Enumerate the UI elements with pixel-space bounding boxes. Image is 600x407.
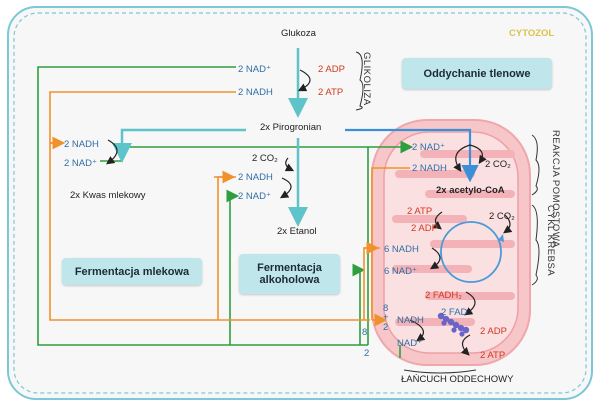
glucose-label: Glukoza (281, 28, 317, 39)
lactic-fermentation-box: Fermentacja mlekowa (62, 258, 202, 285)
etc-plus: + (383, 312, 389, 323)
lactic-acid-label: 2x Kwas mlekowy (70, 190, 146, 201)
alcohol-nadh: 2 NADH (238, 172, 273, 183)
acetyl-coa-label: 2x acetylo-CoA (436, 185, 505, 196)
etc-adp: 2 ADP (480, 326, 507, 337)
glycolysis-side-label: GLIKOLIZA (361, 52, 372, 106)
nad-count-8: 8 (362, 327, 367, 338)
krebs-fadh2: 2 FADH₂ (425, 290, 462, 301)
ethanol-label: 2x Etanol (277, 226, 317, 237)
lactic-fermentation-label: Fermentacja mlekowa (74, 265, 190, 278)
lactic-nad-plus: 2 NAD⁺ (64, 158, 97, 169)
glycolysis-atp: 2 ATP (318, 87, 343, 98)
alcoholic-fermentation-label-line1: Fermentacja (257, 262, 322, 274)
bridge-co2: 2 CO₂ (485, 159, 511, 170)
alcoholic-fermentation-label-line2: alkoholowa (259, 274, 320, 286)
etc-label: ŁAŃCUCH ODDECHOWY (401, 374, 514, 385)
alcohol-nad-plus: 2 NAD⁺ (238, 191, 271, 202)
lactic-nadh: 2 NADH (64, 139, 99, 150)
blue-pyruvate-to-acetyl-arrow (345, 128, 479, 183)
krebs-cycle-arrowhead (498, 234, 504, 242)
krebs-co2: 2 CO₂ (489, 211, 515, 222)
krebs-nadh: 6 NADH (384, 244, 419, 255)
bridge-reaction-side-label: REAKCJA POMOSTOWA (550, 130, 561, 248)
nad-count-2: 2 (364, 348, 369, 359)
etc-atp: 2 ATP (480, 350, 505, 361)
glycolysis-adp: 2 ADP (318, 64, 345, 75)
alcohol-co2: 2 CO₂ (252, 153, 278, 164)
alcoholic-fermentation-box: Fermentacja alkoholowa (239, 254, 340, 294)
small-curved-arrows (106, 69, 513, 356)
glycolysis-bracket (355, 51, 364, 111)
electron-transport-proteins (437, 312, 470, 337)
cytosol-label: CYTOZOL (509, 28, 554, 39)
krebs-nad-plus: 6 NAD⁺ (384, 266, 417, 277)
etc-nadh: NADH (397, 315, 424, 326)
krebs-adp: 2 ADP (411, 223, 438, 234)
etc-number-2: 2 (383, 322, 388, 333)
cyan-flow-arrows (112, 48, 308, 227)
bridge-nad-plus: 2 NAD⁺ (412, 142, 445, 153)
etc-bracket (403, 369, 477, 374)
pyruvate-label: 2x Pirogronian (260, 122, 321, 133)
krebs-fad: 2 FAD (441, 307, 468, 318)
krebs-bracket (531, 204, 540, 286)
krebs-side-label: CYKL KREBSA (545, 205, 556, 276)
aerobic-respiration-label: Oddychanie tlenowe (423, 67, 531, 80)
cell-membrane-dashed (13, 12, 587, 394)
etc-nad-plus: NAD⁺ (397, 338, 422, 349)
bridge-reaction-bracket (531, 134, 540, 196)
bridge-nadh: 2 NADH (412, 163, 447, 174)
aerobic-respiration-box: Oddychanie tlenowe (402, 58, 552, 89)
glycolysis-nad-plus: 2 NAD⁺ (238, 64, 271, 75)
glycolysis-nadh: 2 NADH (238, 87, 273, 98)
krebs-cycle-circle (440, 221, 502, 283)
krebs-atp: 2 ATP (407, 206, 432, 217)
etc-number-8: 8 (383, 303, 388, 314)
